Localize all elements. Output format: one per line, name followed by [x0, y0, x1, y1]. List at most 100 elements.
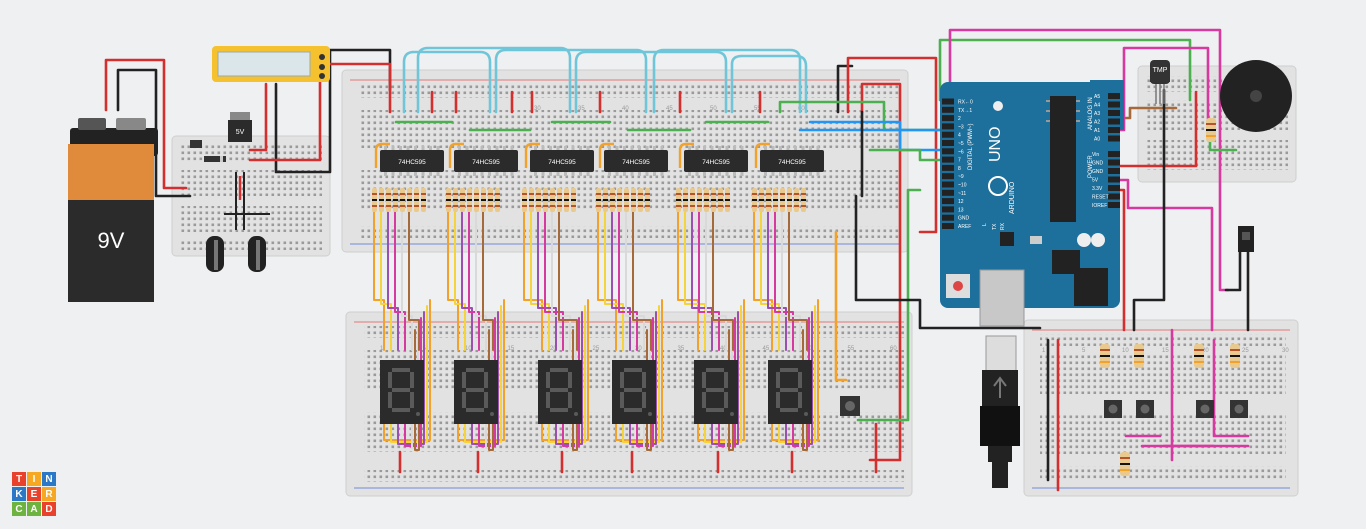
arduino-pin-label: GND: [958, 216, 970, 222]
arduino-pin-label: 5V: [1092, 178, 1099, 184]
column-number: 35: [578, 106, 585, 112]
arduino-analog-label: ANALOG IN: [1088, 97, 1094, 130]
logo-letter: K: [12, 487, 26, 501]
logo-letter: A: [27, 502, 41, 516]
column-number: 40: [622, 106, 629, 112]
logo-letter: R: [42, 487, 56, 501]
shift-register-label: 74HC595: [548, 159, 576, 166]
arduino-brand: ARDUINO: [1009, 181, 1016, 214]
arduino-pin-label: TX→1: [958, 108, 972, 114]
seven-segment-display[interactable]: [538, 360, 582, 424]
arduino-pin-label: 12: [958, 199, 964, 205]
resistor[interactable]: [1206, 118, 1216, 142]
resistor[interactable]: [1194, 344, 1204, 368]
logo-letter: I: [27, 472, 41, 486]
shift-register-74hc595[interactable]: 74HC595: [372, 142, 444, 212]
voltage-regulator[interactable]: 5V: [228, 112, 252, 142]
logo-letter: C: [12, 502, 26, 516]
arduino-pin-label: ~5: [958, 141, 964, 147]
column-number: 20: [1202, 348, 1209, 354]
shift-register-label: 74HC595: [778, 159, 806, 166]
column-number: 30: [635, 346, 642, 352]
arduino-power-label: POWER: [1088, 155, 1094, 178]
logo-letter: T: [12, 472, 26, 486]
button-3[interactable]: [1196, 400, 1214, 418]
temperature-sensor[interactable]: TMP: [1150, 60, 1170, 104]
arduino-pin-label: 8: [958, 166, 961, 172]
multimeter[interactable]: [212, 46, 330, 82]
arduino-pin-label: 2: [958, 116, 961, 122]
column-number: 55: [754, 106, 761, 112]
seven-segment-display[interactable]: [768, 360, 812, 424]
column-number: 35: [678, 346, 685, 352]
column-number: 5: [1082, 348, 1086, 354]
reset-button[interactable]: [953, 281, 963, 291]
sensor-label: TMP: [1153, 67, 1168, 74]
logo-letter: N: [42, 472, 56, 486]
arduino-pin-label: A0: [1094, 137, 1100, 143]
arduino-pin-label: ~11: [958, 191, 966, 197]
shift-register-74hc595[interactable]: 74HC595: [446, 142, 518, 212]
column-number: 45: [666, 106, 673, 112]
arduino-rx-label: RX: [1000, 222, 1006, 230]
usb-cable: [980, 335, 1020, 488]
shift-register-74hc595[interactable]: 74HC595: [752, 142, 824, 212]
arduino-pin-label: GND: [1092, 161, 1104, 167]
arduino-pin-label: 7: [958, 158, 961, 164]
arduino-pin-label: A3: [1094, 111, 1100, 117]
arduino-pin-label: RX←0: [958, 100, 973, 106]
arduino-pin-label: A2: [1094, 120, 1100, 126]
resistor[interactable]: [1120, 452, 1130, 476]
arduino-pin-label: RESET: [1092, 195, 1109, 201]
shift-register-74hc595[interactable]: 74HC595: [522, 142, 594, 212]
button-4[interactable]: [1230, 400, 1248, 418]
seven-segment-display[interactable]: [694, 360, 738, 424]
capacitor-1: [206, 236, 224, 272]
arduino-pin-label: 3.3V: [1092, 186, 1103, 192]
button-1[interactable]: [1104, 400, 1122, 418]
shift-register-label: 74HC595: [472, 159, 500, 166]
column-number: 1: [1042, 348, 1046, 354]
ir-receiver[interactable]: [1238, 226, 1254, 252]
resistor[interactable]: [1134, 344, 1144, 368]
switch[interactable]: [190, 140, 202, 148]
arduino-pin-label: 4: [958, 133, 961, 139]
wires[interactable]: [104, 28, 1250, 492]
piezo-buzzer[interactable]: [1220, 60, 1292, 132]
resistor[interactable]: [1100, 344, 1110, 368]
shift-register-74hc595[interactable]: 74HC595: [596, 142, 668, 212]
capacitor-2: [248, 236, 266, 272]
arduino-pin-label: ~10: [958, 183, 967, 189]
arduino-pin-label: 13: [958, 207, 964, 213]
arduino-pin-label: A1: [1094, 128, 1100, 134]
arduino-pin-label: AREF: [958, 224, 971, 230]
shift-register-label: 74HC595: [622, 159, 650, 166]
resistor[interactable]: [1230, 344, 1240, 368]
push-button[interactable]: [840, 396, 860, 416]
column-number: 40: [720, 346, 727, 352]
seven-segment-display[interactable]: [612, 360, 656, 424]
arduino-pin-label: A5: [1094, 94, 1100, 100]
arduino-l-label: L: [982, 223, 988, 226]
arduino-pin-label: Vin: [1092, 152, 1099, 158]
seven-segment-display[interactable]: [380, 360, 424, 424]
column-number: 60: [890, 346, 897, 352]
battery-9v[interactable]: 9V: [68, 118, 158, 302]
column-number: 30: [1282, 348, 1289, 354]
column-number: 30: [534, 106, 541, 112]
breadboard-small[interactable]: [171, 135, 331, 257]
shift-register-label: 74HC595: [398, 159, 426, 166]
shift-register-74hc595[interactable]: 74HC595: [676, 142, 748, 212]
arduino-logo-icon: [988, 176, 1008, 196]
seven-segment-display[interactable]: [454, 360, 498, 424]
column-number: 20: [550, 346, 557, 352]
shift-register-label: 74HC595: [702, 159, 730, 166]
battery-label: 9V: [98, 228, 125, 253]
button-2[interactable]: [1136, 400, 1154, 418]
arduino-pin-label: ~3: [958, 124, 964, 130]
arduino-pin-label: A4: [1094, 103, 1100, 109]
column-number: 15: [508, 346, 515, 352]
